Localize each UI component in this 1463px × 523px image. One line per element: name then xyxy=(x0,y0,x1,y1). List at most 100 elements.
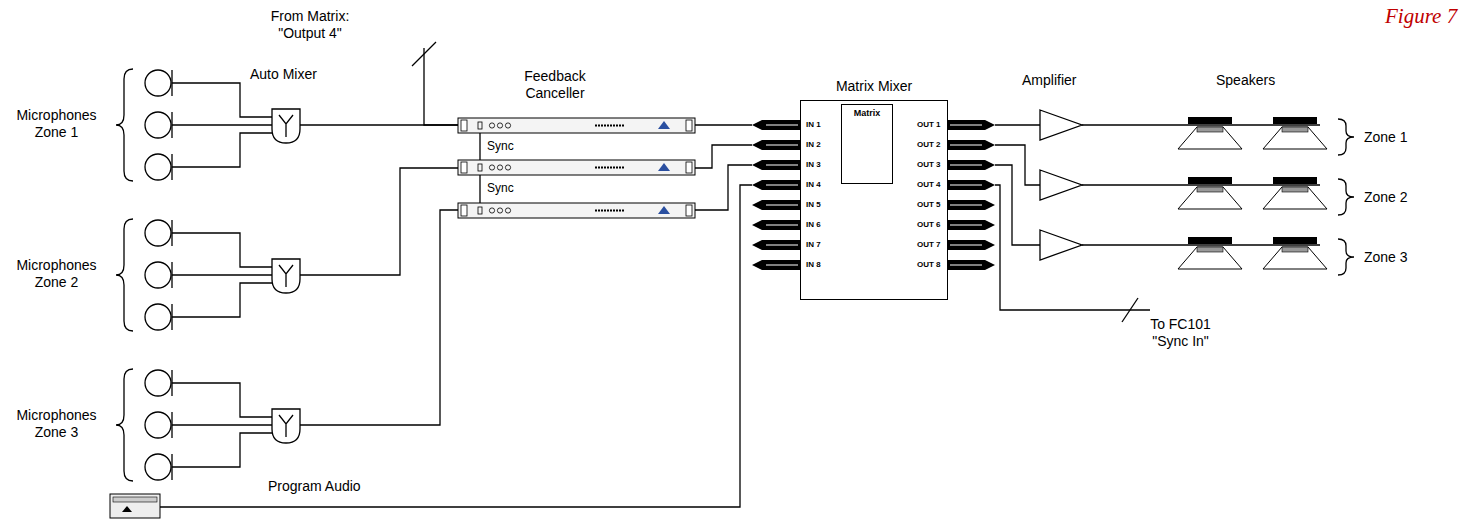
input-jack xyxy=(766,265,798,266)
knob xyxy=(497,123,502,128)
port-name: OUT 6 xyxy=(917,220,941,230)
output-jack xyxy=(948,180,995,190)
wire xyxy=(995,124,1040,125)
output-jack xyxy=(948,240,995,250)
wire xyxy=(172,124,272,125)
input-jack xyxy=(766,205,798,206)
speaker-magnet xyxy=(1188,117,1232,124)
wire xyxy=(172,424,272,425)
input-jack xyxy=(752,120,800,130)
note: From Matrix: "Output 4" xyxy=(250,8,370,42)
input-jack xyxy=(752,220,800,230)
speaker-cone xyxy=(1263,187,1327,209)
device-label: Speakers xyxy=(1216,72,1275,89)
wire xyxy=(172,83,272,117)
wire xyxy=(424,48,458,125)
input-jack xyxy=(752,200,800,210)
brace xyxy=(1338,179,1354,215)
port-name: IN 2 xyxy=(806,140,821,150)
input-jack xyxy=(752,160,800,170)
disc-tray xyxy=(113,497,157,502)
meter xyxy=(595,167,625,169)
wire xyxy=(479,175,480,203)
output-jack xyxy=(948,160,995,170)
device-label: Auto Mixer xyxy=(250,66,317,83)
microphone xyxy=(145,454,171,480)
microphone xyxy=(145,412,171,438)
microphone xyxy=(145,304,171,330)
speaker-basket xyxy=(1282,187,1308,192)
output-jack xyxy=(948,140,995,150)
device-label: Amplifier xyxy=(1022,72,1076,89)
speaker-basket xyxy=(1197,247,1223,252)
logo xyxy=(658,206,670,214)
microphone xyxy=(145,220,171,246)
feedback-canceller xyxy=(458,203,695,218)
wire xyxy=(172,433,272,467)
port-name: IN 1 xyxy=(806,120,821,130)
wire xyxy=(1082,244,1320,245)
input-jack xyxy=(766,225,798,226)
port-name: IN 6 xyxy=(806,220,821,230)
auto-mixer xyxy=(272,109,300,143)
microphone xyxy=(145,262,171,288)
port-name: OUT 3 xyxy=(917,160,941,170)
speaker-basket xyxy=(1197,127,1223,132)
speaker-magnet xyxy=(1273,237,1317,244)
output-jack xyxy=(948,120,995,130)
wire xyxy=(172,383,272,417)
auto-mixer xyxy=(272,259,300,293)
speaker-magnet xyxy=(1273,177,1317,184)
microphone xyxy=(145,112,171,138)
input-jack xyxy=(766,185,798,186)
output-jack xyxy=(950,165,982,166)
wire xyxy=(300,210,458,425)
feedback-canceller xyxy=(458,118,695,133)
amplifier xyxy=(1040,230,1082,260)
speaker-cone xyxy=(1263,127,1327,149)
microphone xyxy=(145,370,171,396)
rack-ear xyxy=(461,205,467,216)
meter xyxy=(595,210,625,212)
input-jack xyxy=(766,165,798,166)
wire xyxy=(995,165,1040,245)
port-name: OUT 4 xyxy=(917,180,941,190)
input-jack xyxy=(752,240,800,250)
rack-ear xyxy=(686,162,692,173)
input-jack xyxy=(752,260,800,270)
amplifier xyxy=(1040,170,1082,200)
port-name: IN 3 xyxy=(806,160,821,170)
wire xyxy=(412,42,436,66)
zone-label: Zone 3 xyxy=(1364,249,1408,266)
microphone xyxy=(145,154,171,180)
signal-name: Sync xyxy=(487,139,514,153)
switch xyxy=(478,207,482,214)
input-jack xyxy=(766,145,798,146)
speaker-cone xyxy=(1263,247,1327,269)
speaker-cone xyxy=(1178,247,1242,269)
speaker-magnet xyxy=(1188,177,1232,184)
knob xyxy=(505,208,510,213)
speaker-basket xyxy=(1282,127,1308,132)
figure-number: Figure 7 xyxy=(1385,4,1457,28)
port-name: IN 5 xyxy=(806,200,821,210)
output-jack xyxy=(950,245,982,246)
wire xyxy=(695,165,752,210)
knob xyxy=(489,165,494,170)
output-jack xyxy=(950,225,982,226)
knob xyxy=(489,123,494,128)
knob xyxy=(497,208,502,213)
wire xyxy=(1082,184,1320,185)
wire xyxy=(172,274,272,275)
auto-mixer xyxy=(272,409,300,443)
matrix-box: Matrix xyxy=(841,104,893,184)
heading: Matrix Mixer xyxy=(836,78,912,94)
amplifier xyxy=(1040,110,1082,140)
brace xyxy=(116,369,133,481)
knob xyxy=(505,123,510,128)
speaker-cone xyxy=(1178,127,1242,149)
output-jack xyxy=(948,200,995,210)
note: To FC101 "Sync In" xyxy=(1138,316,1223,350)
output-jack xyxy=(950,145,982,146)
knob xyxy=(505,165,510,170)
